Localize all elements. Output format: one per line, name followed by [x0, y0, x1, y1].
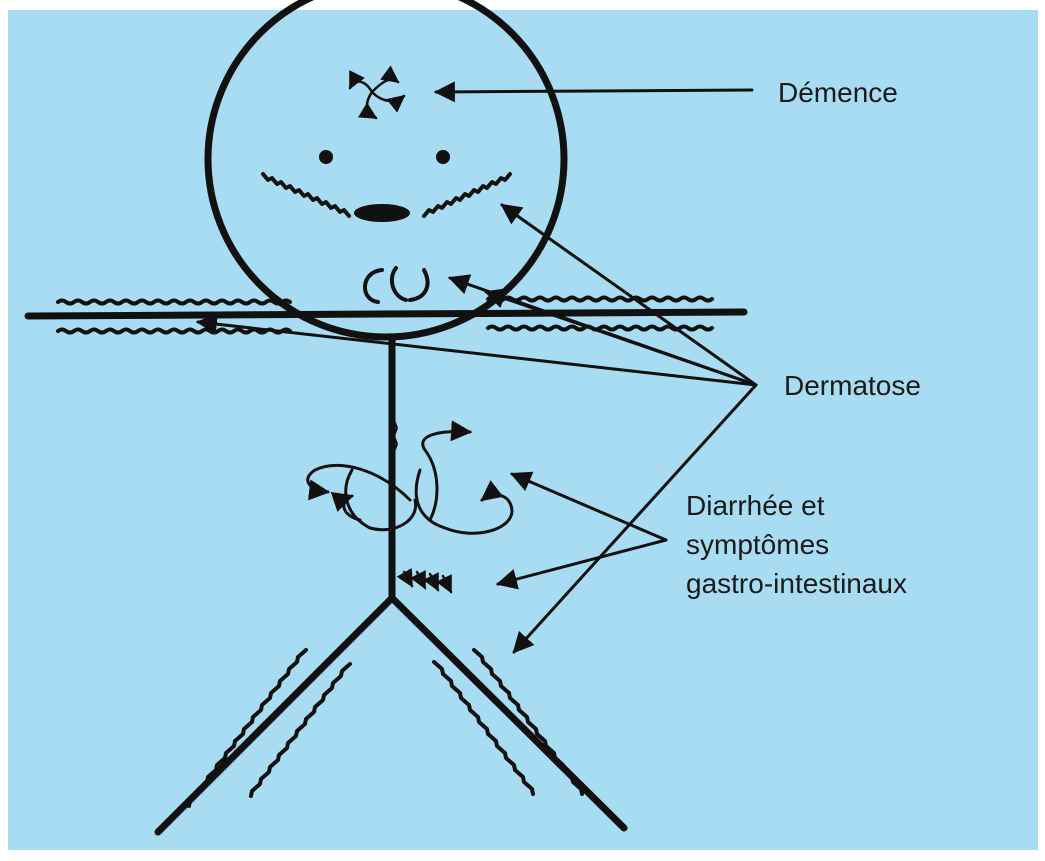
label-dermatosis: Dermatose: [784, 368, 921, 404]
arms-line: [28, 312, 744, 316]
label-gi-line-1: Diarrhée et: [686, 488, 825, 524]
left-eye: [319, 150, 333, 164]
label-gi-line-3: gastro-intestinaux: [686, 566, 907, 602]
mouth: [354, 204, 410, 222]
dementia-arrow: [436, 90, 752, 92]
label-dementia: Démence: [778, 75, 898, 111]
label-gi-line-2: symptômes: [686, 527, 829, 563]
right-eye: [436, 150, 450, 164]
right-upper-arm-rash: [488, 298, 712, 301]
